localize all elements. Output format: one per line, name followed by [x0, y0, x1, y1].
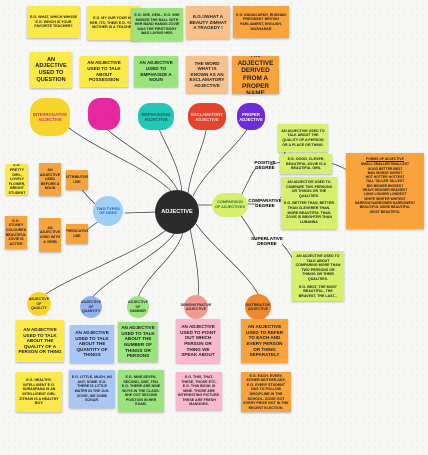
- predicative-definition-note[interactable]: AN ADJECTIVE USED WITH A VERB: [39, 218, 61, 252]
- superlative-degree-node[interactable]: SUPERLATIVE DEGREE: [251, 235, 283, 246]
- example-note-quantity[interactable]: E.G. LITTLE, MUCH, NO ANY, SOME. E.G. TH…: [69, 370, 115, 408]
- node-two-types-of-uses[interactable]: TWO TYPES OF USES: [93, 196, 123, 226]
- example-note-quality[interactable]: E.G. HEALTHY, INTELLIGENT E.G. SURASPANA…: [16, 372, 62, 412]
- center-adjective-node[interactable]: ADJECTIVE: [155, 190, 199, 234]
- definition-note-number[interactable]: AN ADJECTIVE USED TO TALK ABOUT THE NUMB…: [118, 322, 158, 362]
- positive-degree-node[interactable]: POSITIVE DEGREE: [254, 159, 276, 170]
- node-exclamatory-adjective[interactable]: EXCLAMATORY ADJECTIVE: [188, 103, 226, 130]
- example-note-proper[interactable]: E.G. INDIAN ARMY, RUSSIAN PRESIDENT BRIT…: [233, 6, 289, 38]
- positive-degree-example-note[interactable]: E.G. GOOD, CLEVER, BEAUTIFUL ZOVIE IS A …: [280, 154, 332, 174]
- example-note-number[interactable]: E.G. NINE,SEVEN, SECOND, ONE, TEN. E.G. …: [118, 370, 164, 412]
- connector-possessive: [102, 124, 181, 197]
- node-comparison-of-adjectives[interactable]: COMPARISON OF ADJECTIVES: [212, 193, 248, 217]
- node-proper-adjective[interactable]: PROPER ADJECTIVE: [237, 103, 265, 130]
- connector-exclamatory: [187, 123, 208, 194]
- definition-note-interrogative[interactable]: AN ADJECTIVE USED TO QUESTION: [30, 52, 72, 88]
- definition-note-distributive[interactable]: AN ADJECTIVE USED TO REFER TO EACH AND E…: [241, 319, 288, 363]
- node-distributive-adjective[interactable]: DISTRIBUTIVE ADJECTIVE: [245, 294, 271, 320]
- node-possessive-adjective[interactable]: POSSESSIVE ADJECTIVE: [88, 98, 120, 130]
- comparative-degree-node[interactable]: COMPARATIVE DEGREE: [248, 197, 282, 208]
- definition-note-emphasizing[interactable]: AN ADJECTIVE USED TO EMPHASIZE A NOUN: [134, 56, 178, 87]
- connector-number: [137, 227, 185, 299]
- attributive-use-label[interactable]: ATTRIBUTIVE USE: [66, 170, 88, 190]
- definition-note-demonstrative[interactable]: AN ADJECTIVE USED TO POINT OUT WHICH PER…: [176, 319, 220, 363]
- definition-note-quality[interactable]: AN ADJECTIVE USED TO TALK ABOUT THE QUAL…: [16, 320, 64, 362]
- node-adjective-of-number[interactable]: ADJECTIVE OF NUMBER: [127, 296, 149, 318]
- attributive-definition-note[interactable]: AN ADJECTIVE USED BEFORE A NOUN: [39, 163, 61, 196]
- example-note-demonstrative[interactable]: E.G. THIS, THAT, THESE, THOSE ETC. E.G. …: [176, 372, 222, 410]
- forms-list: SMALL SMALLER SMALLEST GOOD BETTER BEST …: [354, 162, 416, 214]
- attributive-example-note[interactable]: E.G. PRETTY GIRL, LOVELY FLOWER, BRIGHT …: [6, 164, 28, 195]
- definition-note-quantity[interactable]: AN ADJECTIVE USED TO TALK ABOUT THE QUAN…: [70, 325, 114, 363]
- node-emphasizing-adjective[interactable]: EMPHASIZING ADJECTIVE: [138, 103, 174, 130]
- connector-proper: [192, 123, 251, 197]
- definition-note-proper[interactable]: AN ADJECTIVE DERIVED FROM A PROPER NAME: [232, 56, 279, 94]
- connector-quantity: [91, 224, 181, 299]
- example-note-exclamatory[interactable]: E.G.!!WHAT A BEAUTY ZIMHAT A TRAGEDY !: [186, 6, 230, 39]
- comparative-degree-note[interactable]: AN ADJECTIVE USED TO COMPARE TWO PERSONS…: [281, 177, 337, 229]
- node-adjective-of-quantity[interactable]: ADJECTIVE OF QUANTITY: [80, 296, 102, 318]
- example-note-distributive[interactable]: E.G. EACH, EVERY, EITHER NEITHER ANY, E.…: [241, 372, 291, 412]
- node-demonstrative-adjective[interactable]: DEMONSTRATIVE ADJECTIVE: [181, 295, 211, 319]
- predicative-example-note[interactable]: E.G. STONEY COLOURED BEAUTIFUL ZOVIE IS …: [5, 216, 27, 249]
- node-interrogative-adjective[interactable]: INTERROGATIVE ADJECTIVE: [30, 98, 70, 136]
- definition-note-exclamatory[interactable]: THE WORD WHAT IS KNOWN AS AN EXCLAMATORY…: [186, 56, 228, 93]
- example-note-emphasizing[interactable]: E.G. SHE, DEM... E.G. SHE MISSED THE BAL…: [131, 8, 183, 41]
- connector-superlative: [239, 213, 257, 241]
- node-adjective-of-quality[interactable]: ADJECTIVE OF QUALITY: [27, 292, 51, 316]
- predicative-use-label[interactable]: PREDICATIVE USE: [66, 224, 88, 244]
- superlative-degree-note[interactable]: AN ADJECTIVE USED TO TALK ABOUT COMPARIN…: [292, 251, 344, 301]
- forms-title: FORMS OF ADJECTIVE: [366, 157, 404, 161]
- connector-distributive: [195, 223, 261, 299]
- example-note-interrogative[interactable]: E.G. WHAT, WHICH WHOSE E.G. WHICH IS YOU…: [27, 6, 80, 38]
- connector-demonstrative: [189, 227, 199, 299]
- definition-note-possessive[interactable]: AN ADJECTIVE USED TO TALK ABOUT POSSESSI…: [80, 56, 128, 87]
- positive-degree-definition-note[interactable]: AN ADJECTIVE USED TO TALK ABOUT THE QUAL…: [278, 124, 328, 152]
- forms-of-adjective-note[interactable]: FORMS OF ADJECTIVE SMALL SMALLER SMALLES…: [346, 153, 424, 229]
- connector-quality: [39, 221, 176, 299]
